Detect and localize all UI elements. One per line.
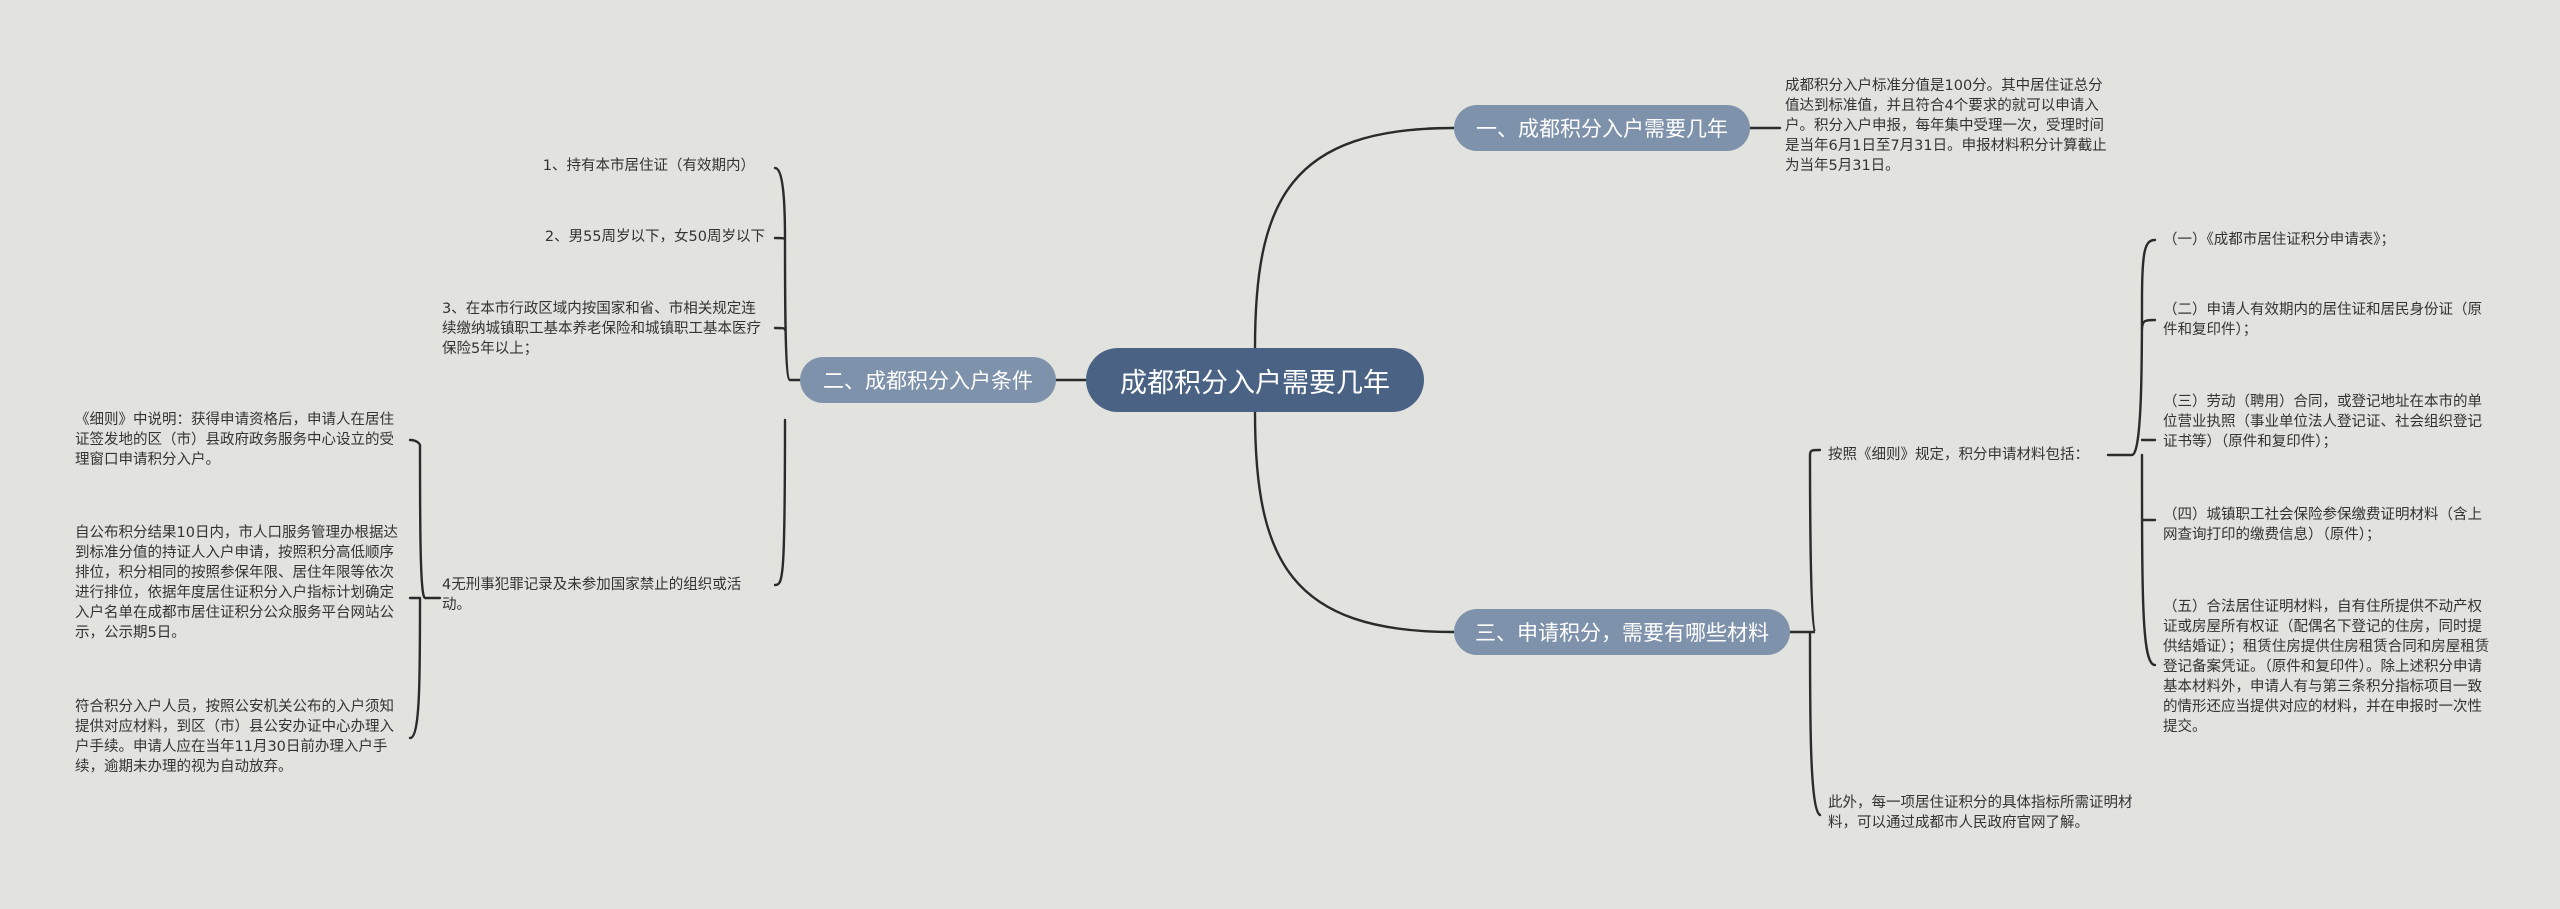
root-node[interactable]: 成都积分入户需要几年 (1086, 348, 1424, 412)
b3-material-5: （五）合法居住证明材料，自有住所提供不动产权证或房屋所有权证（配偶名下登记的住房… (2163, 599, 2490, 735)
branch-label-b3: 三、申请积分，需要有哪些材料 (1475, 621, 1769, 645)
root-label: 成都积分入户需要几年 (1120, 367, 1390, 399)
b1-text: 成都积分入户标准分值是100分。其中居住证总分值达到标准值，并且符合4个要求的就… (1785, 78, 2107, 174)
b2-item-1: 1、持有本市居住证（有效期内） (542, 158, 755, 174)
b3-item-2: 此外，每一项居住证积分的具体指标所需证明材料，可以通过成都市人民政府官网了解。 (1828, 795, 2133, 831)
b2-sub-item-3: 符合积分入户人员，按照公安机关公布的入户须知提供对应材料，到区（市）县公安办证中… (75, 699, 394, 775)
b3-material-2: （二）申请人有效期内的居住证和居民身份证（原件和复印件）； (2163, 302, 2482, 338)
b2-item-2: 2、男55周岁以下，女50周岁以下 (544, 229, 765, 245)
b3-item-1: 按照《细则》规定，积分申请材料包括： (1828, 447, 2089, 463)
b3-material-3: （三）劳动（聘用）合同，或登记地址在本市的单位营业执照（事业单位法人登记证、社会… (2163, 394, 2482, 450)
connector-b2-items (773, 166, 802, 587)
branch-node-b2[interactable]: 二、成都积分入户条件 (800, 357, 1056, 403)
connector-b3-items (1788, 448, 1822, 817)
b2-sub-item-1: 《细则》中说明：获得申请资格后，申请人在居住证签发地的区（市）县政府政务服务中心… (75, 412, 394, 468)
branch-label-b2: 二、成都积分入户条件 (823, 369, 1033, 393)
connector-root-b1 (1253, 126, 1456, 350)
b2-sub-item-2: 自公布积分结果10日内，市人口服务管理办根据达到标准分值的持证人入户申请，按照积… (75, 525, 398, 641)
connector-root-b3 (1253, 410, 1456, 634)
b3-material-4: （四）城镇职工社会保险参保缴费证明材料（含上网查询打印的缴费信息）（原件）； (2163, 507, 2482, 543)
connector-b3-materials (2106, 238, 2157, 667)
branch-node-b1[interactable]: 一、成都积分入户需要几年 (1454, 105, 1750, 151)
branch-node-b3[interactable]: 三、申请积分，需要有哪些材料 (1454, 609, 1790, 655)
b2-item-3: 3、在本市行政区域内按国家和省、市相关规定连续缴纳城镇职工基本养老保险和城镇职工… (442, 301, 761, 357)
b2-item-4: 4无刑事犯罪记录及未参加国家禁止的组织或活动。 (442, 577, 742, 613)
b3-material-1: （一）《成都市居住证积分申请表》； (2163, 232, 2395, 248)
branch-label-b1: 一、成都积分入户需要几年 (1476, 117, 1728, 141)
connector-b2-sub (408, 438, 442, 740)
